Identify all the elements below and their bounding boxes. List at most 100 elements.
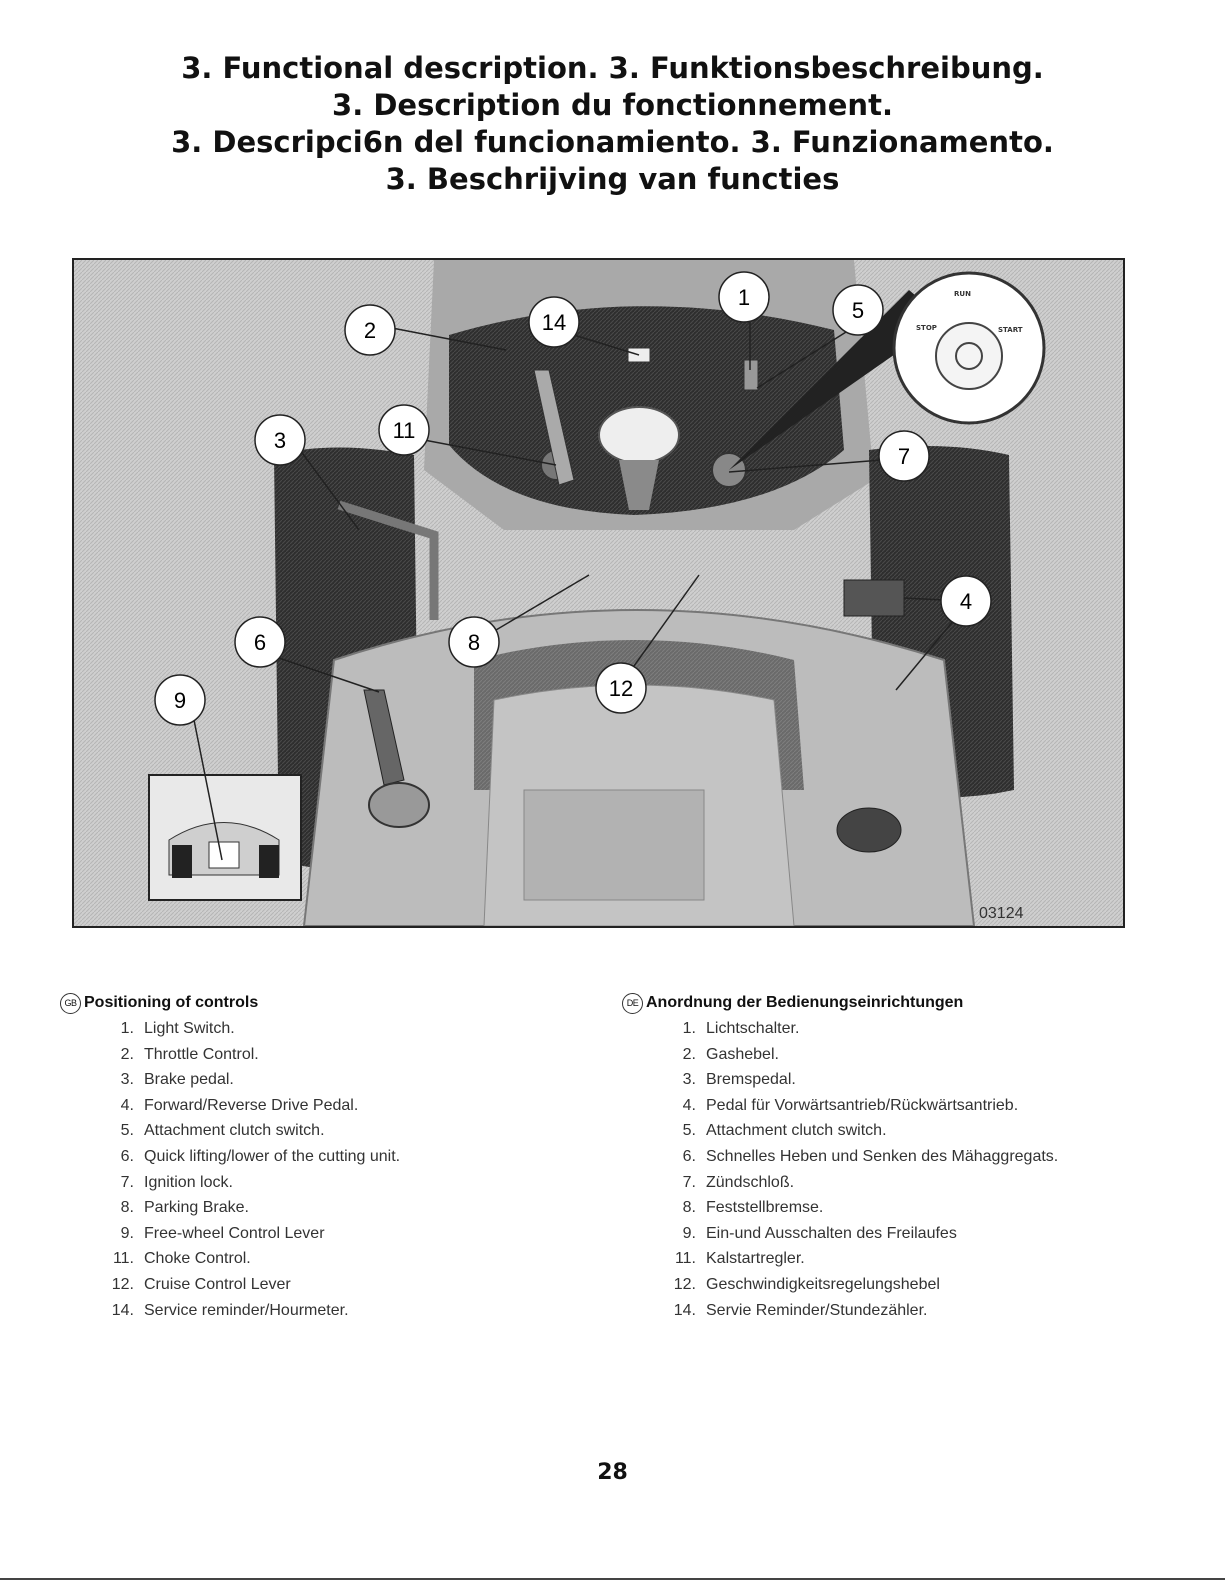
- gb-list-item: 7. Ignition lock.: [104, 1170, 580, 1196]
- de-list-item: 4. Pedal für Vorwärtsantrieb/Rückwärtsant…: [666, 1093, 1142, 1119]
- de-list-item: 12. Geschwindigkeitsregelungshebel: [666, 1272, 1142, 1298]
- item-number: 4.: [120, 1096, 134, 1114]
- callout-9: 9: [154, 674, 206, 726]
- de-list-item: 6.Schnelles Heben und Senken des Mähaggr…: [666, 1144, 1142, 1170]
- callout-7: 7: [878, 430, 930, 482]
- gb-list-item: 8. Parking Brake.: [104, 1195, 580, 1221]
- gb-list-item: 12.Cruise Control Lever: [104, 1272, 580, 1298]
- gb-list-item: 9. Free-wheel Control Lever: [104, 1221, 580, 1247]
- svg-text:3: 3: [274, 428, 286, 453]
- callout-6: 6: [234, 616, 286, 668]
- item-text: Geschwindigkeitsregelungshebel: [706, 1275, 940, 1293]
- bottom-rule: [0, 1578, 1225, 1580]
- freewheel-inset-lever: [208, 841, 240, 869]
- de-controls-list: DE Anordnung der Bedienungseinrichtungen…: [622, 990, 1142, 1323]
- gb-title-text: Positioning of controls: [84, 994, 259, 1011]
- item-number: 5.: [120, 1122, 134, 1140]
- item-number: 2.: [682, 1045, 696, 1063]
- cup-holder: [836, 807, 902, 853]
- item-number: 6.: [120, 1147, 134, 1165]
- callout-14: 14: [528, 296, 580, 348]
- item-number: 2.: [120, 1045, 134, 1063]
- de-list-item: 5.Attachment clutch switch.: [666, 1118, 1142, 1144]
- ignition-keyhole: [955, 342, 983, 370]
- de-list-item: 7.Zündschloß.: [666, 1170, 1142, 1196]
- item-text: Forward/Reverse Drive Pedal.: [144, 1096, 359, 1114]
- zoom-pointer: [729, 290, 944, 470]
- gb-list-item: 2. Throttle Control.: [104, 1042, 580, 1068]
- gb-list-item: 6.Quick lifting/lower of the cutting uni…: [104, 1144, 580, 1170]
- item-number: 12.: [673, 1275, 696, 1293]
- de-list-title: DE Anordnung der Bedienungseinrichtungen: [622, 990, 1142, 1016]
- lift-lever: [363, 689, 405, 786]
- item-number: 4.: [682, 1096, 696, 1114]
- item-text: Parking Brake.: [144, 1199, 249, 1217]
- svg-text:12: 12: [609, 676, 633, 701]
- callout-2: 2: [344, 304, 396, 356]
- ignition-keyhole-bezel: [935, 322, 1003, 390]
- svg-text:11: 11: [393, 418, 416, 443]
- callout-3: 3: [254, 414, 306, 466]
- gb-controls-list: GB Positioning of controls 1. Light Switc…: [60, 990, 580, 1323]
- item-number: 7.: [682, 1173, 696, 1191]
- heading-line-3: 3. Descripci6n del funcionamiento. 3. Fu…: [171, 125, 1054, 159]
- freewheel-inset-wheel-left: [172, 845, 192, 878]
- item-text: Light Switch.: [144, 1020, 235, 1037]
- item-number: 7.: [120, 1173, 134, 1191]
- item-number: 11.: [112, 1250, 134, 1268]
- item-number: 9.: [682, 1224, 696, 1242]
- item-number: 3.: [120, 1071, 134, 1089]
- item-text: Bremspedal.: [706, 1071, 796, 1089]
- item-text: Pedal für Vorwärtsantrieb/Rückwärtsantri…: [706, 1096, 1019, 1114]
- gb-items: 1. Light Switch. 2. Throttle Control. 3. Brak…: [60, 1016, 580, 1323]
- callout-5: 5: [832, 284, 884, 336]
- svg-text:6: 6: [254, 630, 266, 655]
- svg-text:8: 8: [468, 630, 480, 655]
- callout-1: 1: [718, 271, 770, 323]
- ignition-stop-label: STOP: [916, 324, 937, 332]
- seat-cushion: [523, 789, 705, 901]
- svg-text:1: 1: [738, 285, 750, 310]
- item-text: Brake pedal.: [144, 1071, 234, 1089]
- freewheel-inset-wheel-right: [259, 845, 279, 878]
- gb-language-badge: GB: [60, 992, 81, 1014]
- svg-text:4: 4: [960, 589, 972, 614]
- item-text: Servie Reminder/Stundezähler.: [706, 1301, 928, 1319]
- svg-text:14: 14: [542, 310, 566, 335]
- item-text: Choke Control.: [144, 1250, 251, 1268]
- item-number: 8.: [682, 1199, 696, 1217]
- item-text: Service reminder/Hourmeter.: [144, 1301, 349, 1319]
- item-number: 8.: [120, 1199, 134, 1217]
- item-text: Gashebel.: [706, 1045, 779, 1063]
- item-text: Ein-und Ausschalten des Freilaufes: [706, 1224, 957, 1242]
- heading-line-2: 3. Description du fonctionnement.: [332, 88, 893, 122]
- item-text: Feststellbremse.: [706, 1199, 824, 1217]
- light-switch: [743, 359, 759, 391]
- item-text: Cruise Control Lever: [144, 1275, 291, 1293]
- gb-list-item: 3. Brake pedal.: [104, 1067, 580, 1093]
- page-number: 28: [597, 1460, 628, 1485]
- de-list-item: 9. Ein-und Ausschalten des Freilaufes: [666, 1221, 1142, 1247]
- item-number: 14.: [673, 1301, 696, 1319]
- de-title-text: Anordnung der Bedienungseinrichtungen: [646, 994, 964, 1011]
- item-text: Attachment clutch switch.: [706, 1122, 887, 1140]
- page-headings: 3. Functional description. 3. Funktionsb…: [0, 50, 1225, 198]
- gb-list-item: 1. Light Switch.: [104, 1016, 580, 1042]
- svg-text:9: 9: [174, 688, 186, 713]
- item-text: Schnelles Heben und Senken des Mähaggreg…: [706, 1147, 1059, 1165]
- item-text: Ignition lock.: [144, 1173, 233, 1191]
- lift-lever-knob: [368, 782, 430, 828]
- item-number: 3.: [682, 1071, 696, 1089]
- item-number: 9.: [120, 1224, 134, 1242]
- item-text: Kalstartregler.: [706, 1250, 805, 1268]
- item-number: 1.: [120, 1020, 134, 1037]
- tractor-drawing: STOP RUN START 1 2 3 4 5 6 7: [74, 260, 1123, 926]
- steering-shaft: [619, 460, 659, 510]
- drive-pedal: [843, 579, 905, 617]
- gb-list-item: 4. Forward/Reverse Drive Pedal.: [104, 1093, 580, 1119]
- svg-text:7: 7: [898, 444, 910, 469]
- item-text: Throttle Control.: [144, 1045, 259, 1063]
- item-text: Free-wheel Control Lever: [144, 1224, 325, 1242]
- figure-code: 03124: [979, 905, 1024, 922]
- callout-4: 4: [940, 575, 992, 627]
